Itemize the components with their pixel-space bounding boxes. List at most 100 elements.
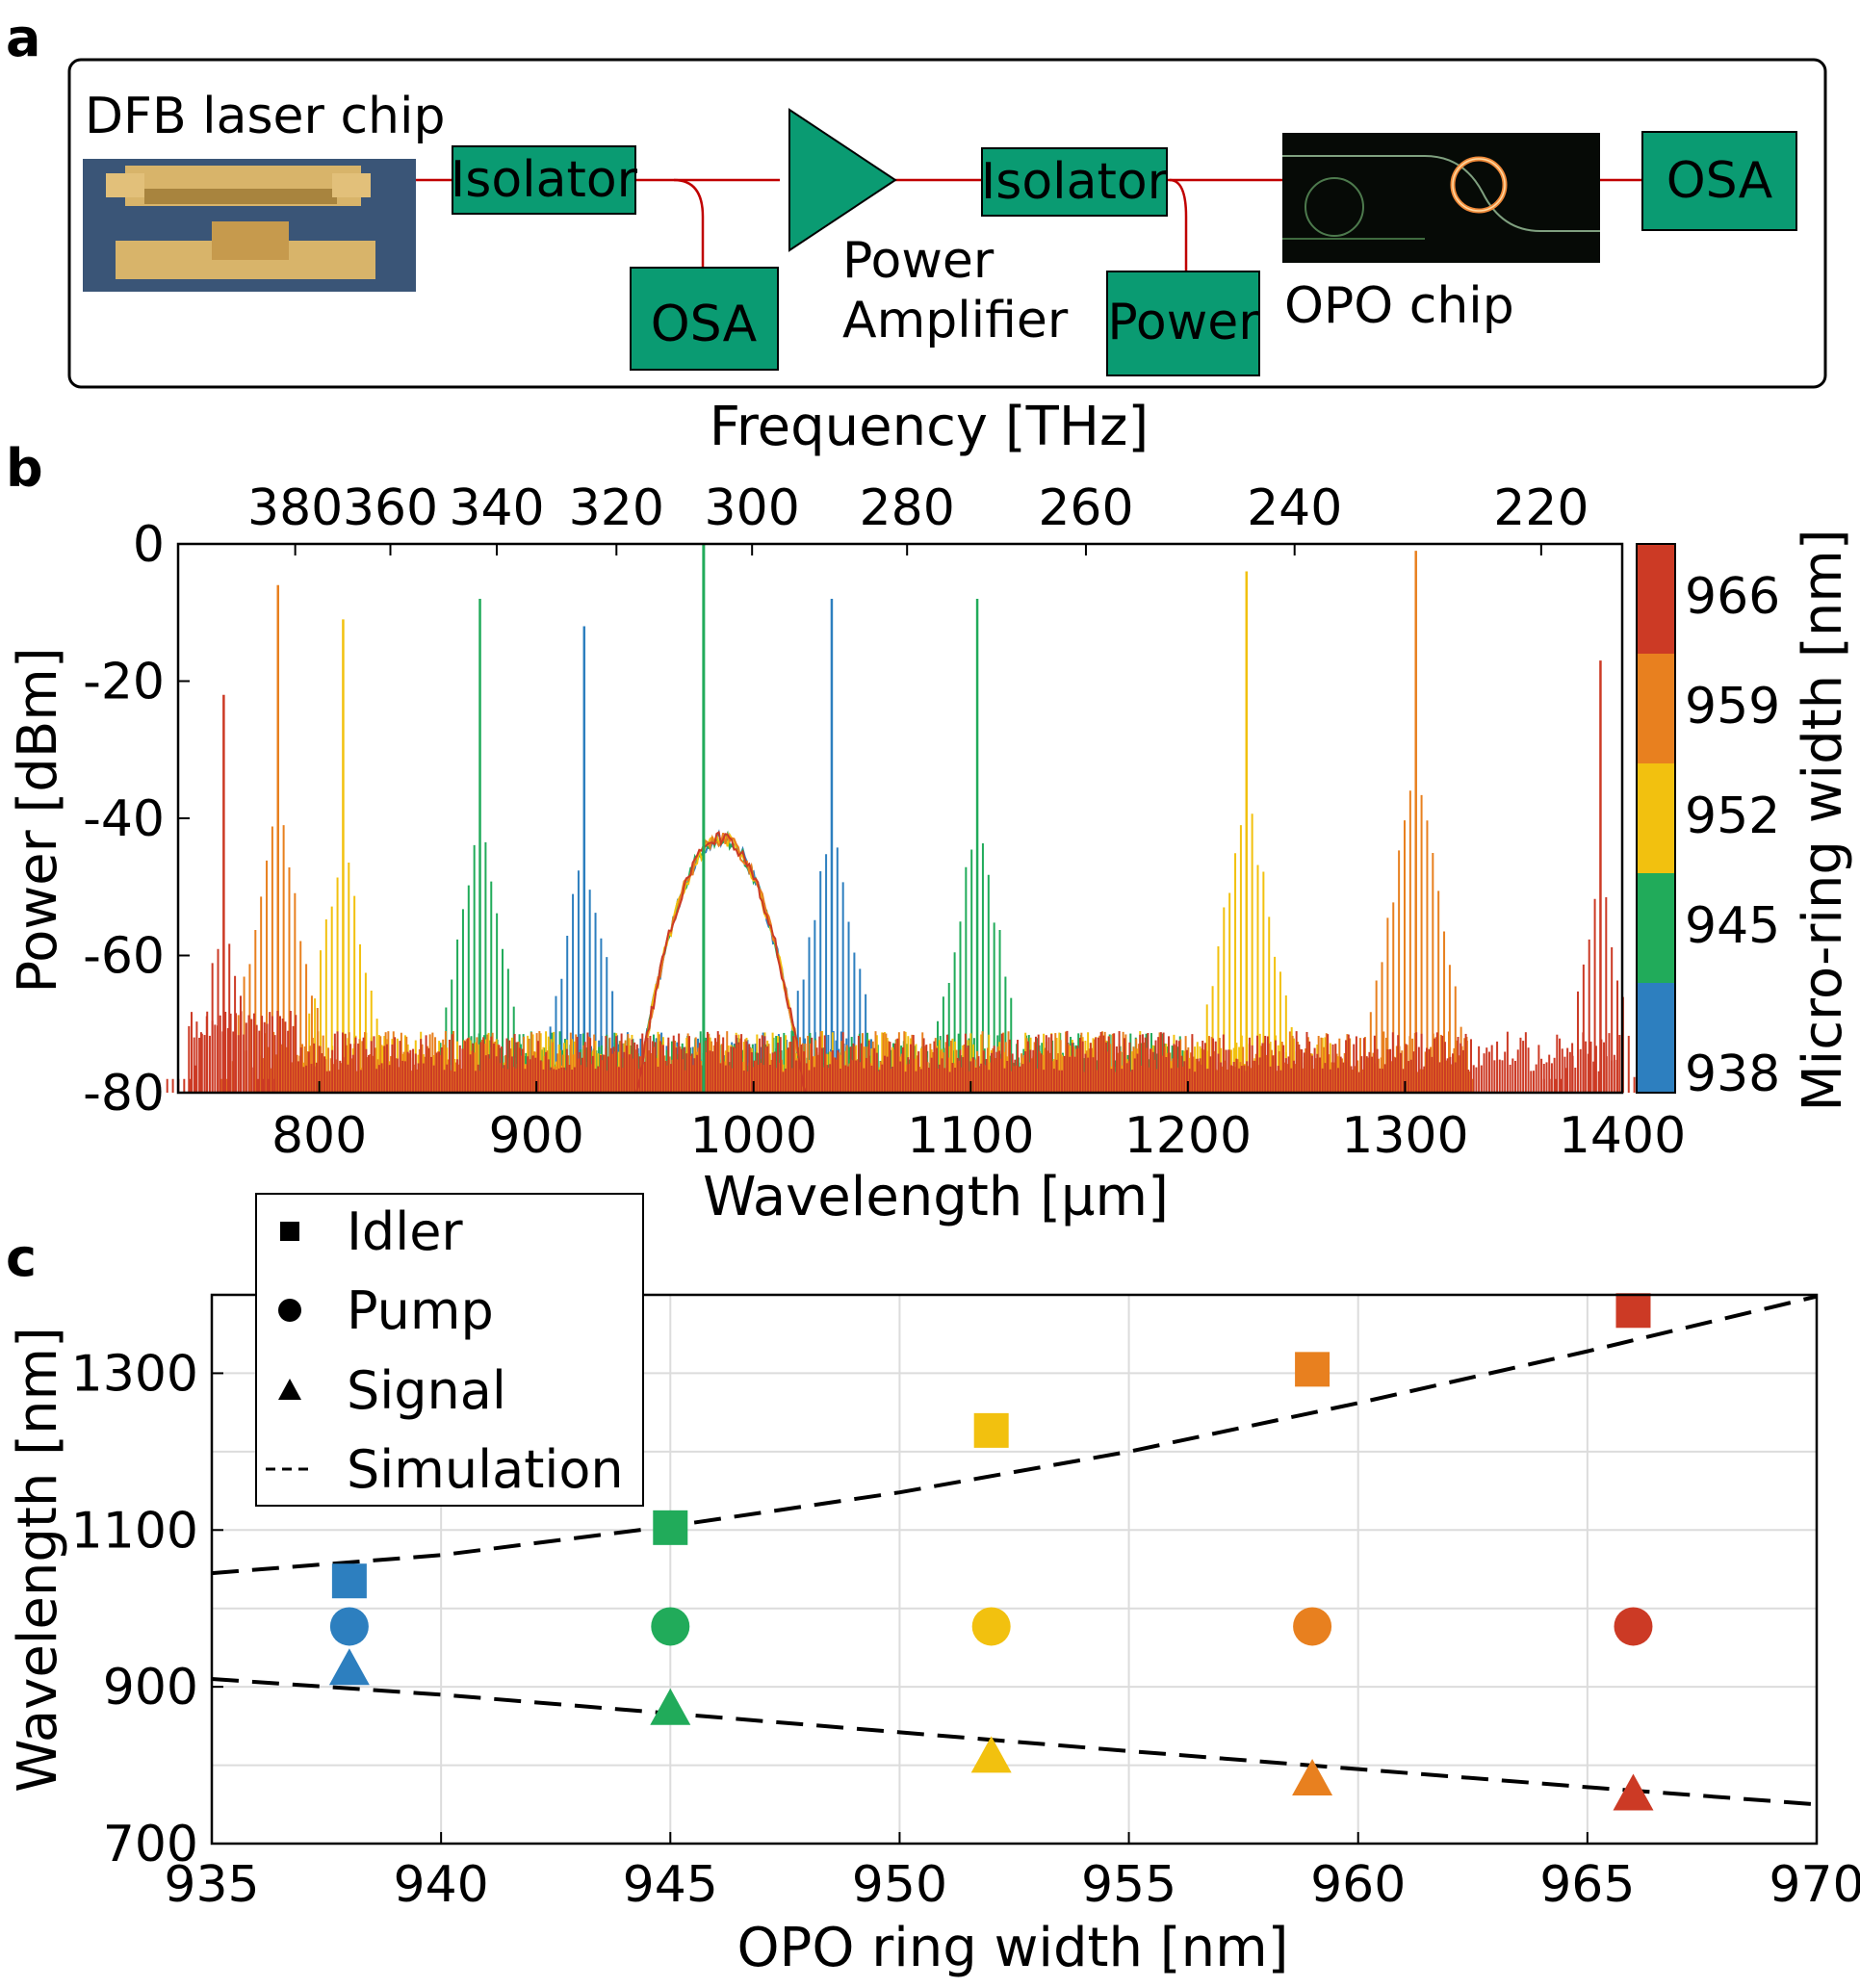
pump-point <box>329 1607 369 1646</box>
pump-shoulder-966 <box>601 830 819 1094</box>
legend-idler-marker <box>280 1222 299 1241</box>
frequency-tick-label: 220 <box>1493 479 1589 537</box>
power-axis-title: Power [dBm] <box>7 647 69 993</box>
simulation-idler-line <box>211 1294 1818 1576</box>
colorbar-segment <box>1637 873 1675 983</box>
pump-point <box>1614 1607 1653 1646</box>
amplifier-label-line2: Amplifier <box>842 292 1069 349</box>
simulation-signal-line <box>211 1677 1818 1807</box>
wavelength-tick-label: 1200 <box>1124 1107 1252 1165</box>
wavelength-tick-label: 1400 <box>1559 1107 1686 1165</box>
frequency-tick-label: 360 <box>343 479 438 537</box>
fiber-lines <box>416 178 1642 271</box>
legend-simulation-label: Simulation <box>347 1439 624 1500</box>
idler-point <box>331 1563 367 1599</box>
pump-point <box>651 1607 690 1646</box>
panel-a-letter: a <box>6 8 40 68</box>
dfb-chip-image <box>83 159 416 292</box>
wavelength-tick-label: 800 <box>271 1107 367 1165</box>
colorbar-segment <box>1637 983 1675 1093</box>
ring-width-tick-label: 965 <box>1539 1856 1635 1914</box>
power-tick-label: 0 <box>133 516 165 574</box>
power-tick-label: -60 <box>83 928 165 986</box>
osa-2-label: OSA <box>1666 152 1773 210</box>
spectra-plot-area <box>166 544 1659 1094</box>
frequency-tick-label: 260 <box>1038 479 1133 537</box>
legend: Idler Pump Signal Simulation <box>255 1193 644 1507</box>
isolator-1-label: Isolator <box>451 151 638 209</box>
ring-width-tick-label: 955 <box>1081 1856 1176 1914</box>
pump-point <box>1293 1607 1332 1646</box>
wavelength-tick-label: 1000 <box>690 1107 817 1165</box>
frequency-tick-label: 320 <box>569 479 664 537</box>
panel-b-letter: b <box>6 438 43 499</box>
power-meter-box <box>1106 271 1260 376</box>
power-tick-label: -20 <box>83 654 165 711</box>
idler-point <box>653 1510 688 1545</box>
colorbar-tick-label: 966 <box>1685 568 1780 626</box>
colorbar-tick-label: 945 <box>1685 897 1780 955</box>
frequency-tick-label: 240 <box>1247 479 1342 537</box>
frequency-axis-title: Frequency [THz] <box>710 396 1150 458</box>
ring-width-tick-label: 940 <box>394 1856 489 1914</box>
opo-label: OPO chip <box>1284 277 1514 335</box>
simulation-lines <box>211 1294 1818 1807</box>
legend-signal-marker <box>278 1379 301 1400</box>
legend-pump-label: Pump <box>347 1280 494 1341</box>
measured-points <box>328 1293 1654 1811</box>
colorbar-title: Micro-ring width [nm] <box>1792 529 1854 1111</box>
legend-idler-label: Idler <box>347 1201 463 1262</box>
signal-point <box>328 1648 370 1686</box>
legend-pump-marker <box>278 1299 301 1322</box>
colorbar-segment <box>1637 654 1675 763</box>
ring-width-axis-title: OPO ring width [nm] <box>736 1917 1288 1979</box>
isolator-2-label: Isolator <box>981 153 1169 211</box>
width-axes-frame <box>210 1293 1819 1846</box>
power-tick-labels: 0 -20 -40 -60 -80 <box>83 516 190 1123</box>
dfb-label: DFB laser chip <box>85 88 445 145</box>
osa-2-box <box>1641 131 1797 231</box>
wavelength-tick-label: 900 <box>489 1107 584 1165</box>
signal-point <box>650 1688 691 1725</box>
opo-chip-image <box>1282 133 1600 263</box>
signal-point <box>970 1736 1012 1773</box>
frequency-tick-label: 340 <box>449 479 544 537</box>
colorbar-tick-label: 952 <box>1685 787 1780 845</box>
colorbar-segment <box>1637 544 1675 654</box>
legend-signal-label: Signal <box>347 1360 506 1421</box>
spectrum-series-959 <box>220 551 1474 1094</box>
wavelength-axis-title: Wavelength [µm] <box>703 1166 1169 1228</box>
wavelength-axis-title-c: Wavelength [nm] <box>7 1327 69 1793</box>
power-tick-label: -80 <box>83 1065 165 1123</box>
pump-point <box>971 1607 1011 1646</box>
panel-a: a DFB laser chip Isolator OSA P <box>6 8 1827 389</box>
wavelength-tick-label-c: 900 <box>103 1659 198 1717</box>
wavelength-tick-label-c: 1100 <box>71 1502 198 1560</box>
osa-1-box <box>630 267 779 371</box>
spectrum-axes-frame <box>176 542 1624 1095</box>
idler-point <box>973 1412 1009 1448</box>
wavelength-tick-label: 1300 <box>1341 1107 1468 1165</box>
isolator-2-box <box>981 147 1168 217</box>
colorbar-frame <box>1636 543 1676 1094</box>
amplifier-triangle <box>788 108 897 252</box>
frequency-tick-label: 300 <box>705 479 800 537</box>
spectrum-series-966 <box>166 660 1659 1094</box>
frequency-tick-label: 380 <box>247 479 343 537</box>
wavelength-tick-label-c: 1300 <box>71 1345 198 1403</box>
signal-point <box>1292 1759 1333 1796</box>
ring-width-tick-label: 935 <box>164 1856 259 1914</box>
power-tick-label: -40 <box>83 790 165 848</box>
idler-point <box>1295 1352 1330 1387</box>
colorbar-tick-label: 959 <box>1685 678 1780 736</box>
legend-box <box>255 1193 644 1507</box>
idler-point <box>1615 1293 1651 1329</box>
